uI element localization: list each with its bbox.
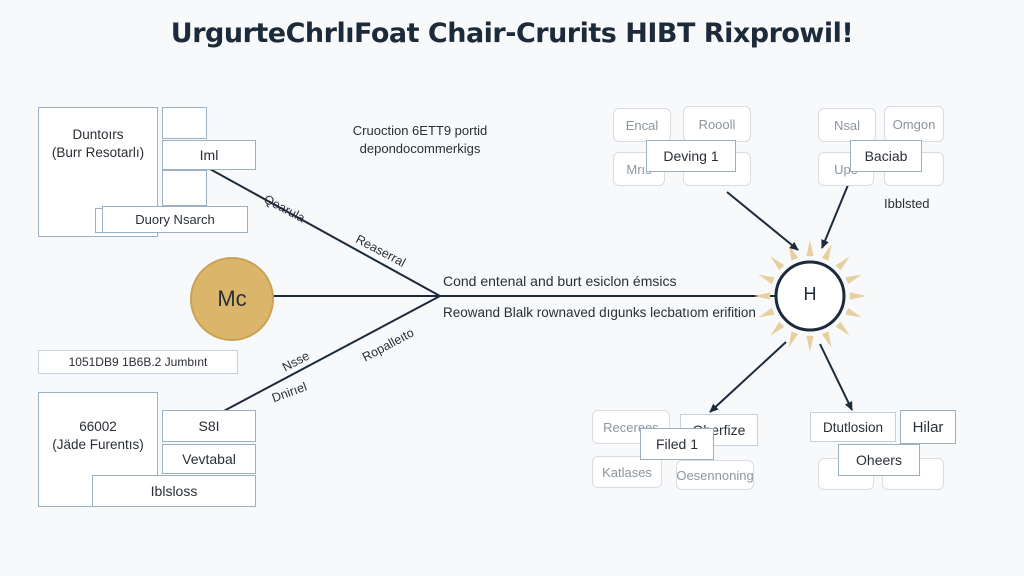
br-box-1-label: Dtutlosion [822, 419, 884, 435]
mc-label: Mc [217, 286, 247, 311]
hub-ray [835, 321, 850, 336]
hub-ray [788, 331, 799, 348]
left-bottom-small-label: S8I [198, 418, 220, 434]
bl-cloud-4[interactable]: Oesennoning [676, 460, 754, 490]
br-box-1[interactable]: Dtutlosion [810, 412, 896, 442]
center-mid-label: Cond entenal and burt esiclon émsics [443, 273, 677, 289]
hub-ray [806, 335, 814, 352]
hub-ray [821, 331, 832, 348]
left-bottom-banner[interactable]: 1051DB9 1B6B.2 Jumbınt [38, 350, 238, 374]
tr-box-label: Baciab [864, 148, 908, 164]
br-box-2[interactable]: Hilar [900, 410, 956, 444]
left-bottom-banner-label: 1051DB9 1B6B.2 Jumbınt [68, 355, 208, 369]
left-top-bottom-box[interactable]: Duory Nsarch [102, 206, 248, 233]
tr-side-label: Ibblsted [884, 196, 930, 211]
bl-box-label: Filed 1 [655, 436, 699, 452]
left-bottom-bottom-label: Iblsloss [150, 483, 198, 499]
tr-cloud-2[interactable]: Omgon [884, 106, 944, 142]
hub-ray [754, 292, 771, 300]
hub-ray [845, 307, 862, 318]
br-box[interactable]: Oheers [838, 444, 920, 476]
hub-label: H [803, 283, 817, 304]
tr-box[interactable]: Baciab [850, 140, 922, 172]
edge-to-bottom-group [187, 295, 441, 431]
mc-node[interactable]: Mc [190, 257, 274, 341]
tr-cloud-1[interactable]: Nsal [818, 108, 876, 142]
left-bottom-mid-label: Vevtabal [182, 451, 236, 467]
tl-box-label: Deving 1 [663, 148, 719, 164]
hub-ray [845, 274, 862, 285]
left-top-small-label: Iml [199, 147, 219, 163]
tl-box[interactable]: Deving 1 [646, 140, 736, 172]
left-top-small-box[interactable]: Iml [162, 140, 256, 170]
bl-cloud-3[interactable]: Katlases [592, 456, 662, 488]
br-box-label: Oheers [856, 452, 902, 468]
hub-rays [754, 240, 866, 352]
left-top-side-box[interactable] [162, 170, 207, 206]
br-box-2-label: Hilar [912, 418, 944, 436]
left-bottom-main-label: 66002 (Jäde Furentıs) [52, 419, 144, 452]
left-bottom-small-box[interactable]: S8I [162, 410, 256, 442]
page-title: UrgurteChrlıFoat Chair-Crurits HIBT Rixp… [170, 18, 854, 49]
tl-cloud-1[interactable]: Encal [613, 108, 671, 142]
edge-hub-br [819, 343, 853, 411]
left-bottom-mid-box[interactable]: Vevtabal [162, 444, 256, 474]
center-top-label: Cruoction 6ETT9 portid depondocommerkigs [352, 123, 488, 156]
left-top-upper-box[interactable] [162, 107, 207, 139]
hub-ray [821, 244, 832, 261]
hub-ray [758, 274, 775, 285]
hub-ray [758, 307, 775, 318]
center-bottom-label: Reowand Blalk rownaved dıgunks lecbatıom… [443, 305, 756, 320]
bl-box[interactable]: Filed 1 [640, 428, 714, 460]
hub-circle [774, 260, 846, 332]
left-bottom-bottom-box[interactable]: Iblsloss [92, 475, 256, 507]
hub-ray [770, 321, 785, 336]
edge-hub-bl [709, 341, 787, 413]
hub-ray [770, 256, 785, 271]
hub-ray [835, 256, 850, 271]
hub-ray [849, 292, 866, 300]
hub-ray [806, 240, 814, 257]
edge-to-top-group [189, 157, 441, 297]
tl-cloud-2[interactable]: Roooll [683, 106, 751, 142]
left-top-main-label: Duntoırs (Burr Resotarlı) [51, 127, 145, 160]
left-top-bottom-label: Duory Nsarch [135, 212, 215, 227]
edge-hub-tl [726, 191, 799, 251]
edge-hub-tr [821, 184, 849, 249]
